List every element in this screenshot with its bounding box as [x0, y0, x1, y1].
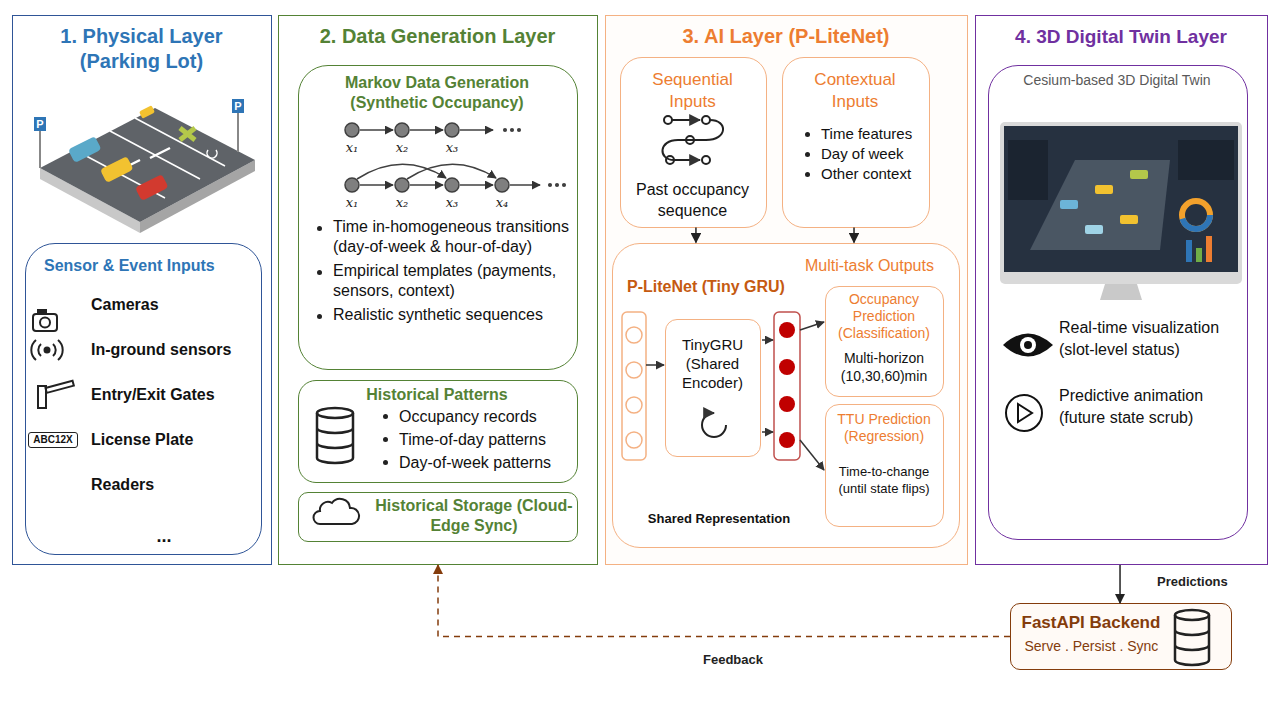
node-heading: Markov Data Generation (Synthetic Occupa… — [317, 73, 557, 113]
bullet-item: Time in-homogeneous transitions (day-of-… — [333, 217, 569, 257]
node-heading: 4. 3D Digital Twin Layer — [980, 24, 1263, 49]
node-text: ... — [144, 525, 184, 548]
text-list: Time in-homogeneous transitions (day-of-… — [333, 217, 569, 325]
connector — [1119, 565, 1121, 603]
node-heading: FastAPI Backend — [1022, 612, 1174, 633]
connector — [438, 565, 1010, 637]
node-text: License Plate — [91, 430, 251, 450]
physical-layer-panel: 1. Physical Layer (Parking Lot) Sensor & … — [12, 15, 272, 565]
text-list: Occupancy recordsTime-of-day patternsDay… — [399, 405, 574, 474]
node-text: Time-to-change (until state flips) — [827, 463, 942, 497]
edge-label: Feedback — [703, 652, 793, 667]
node-text: Real-time visualization (slot-level stat… — [1059, 317, 1247, 361]
node-text: Predictive animation (future state scrub… — [1059, 385, 1247, 429]
sequential-input-box: Sequential InputsPast occupancy sequence — [620, 57, 767, 228]
node-heading: P-LiteNet (Tiny GRU) — [627, 277, 802, 297]
text-list: Time featuresDay of weekOther context — [821, 124, 927, 184]
edge-label: Predictions — [1157, 574, 1247, 589]
occupancy-output-box: Occupancy Prediction (Classification) Mul… — [825, 286, 944, 397]
bullet-item: Other context — [821, 164, 927, 184]
bullet-item: Realistic synthetic sequences — [333, 305, 569, 325]
license-plate-icon: ABC12X — [28, 432, 78, 448]
bullet-item: Day of week — [821, 144, 927, 164]
bullet-item: Empirical templates (payments, sensors, … — [333, 261, 569, 301]
node-heading: Historical Patterns — [297, 385, 577, 405]
node-text: Serve . Persist . Sync — [1025, 638, 1175, 656]
node-heading: Contextual Inputs — [789, 69, 921, 113]
state-label: x₂ — [392, 140, 412, 155]
state-label: x₁ — [342, 195, 362, 210]
node-heading: Occupancy Prediction (Classification) — [828, 291, 941, 342]
node-text: Multi-task Outputs — [805, 256, 955, 276]
bullet-item: Time-of-day patterns — [399, 428, 574, 451]
bullet-item: Time features — [821, 124, 927, 144]
node-heading: 2. Data Generation Layer — [283, 24, 593, 49]
encoder-box: TinyGRU (Shared Encoder) — [665, 319, 761, 457]
patterns-box: Historical PatternsOccupancy recordsTime… — [298, 380, 578, 483]
node-heading: TTU Prediction (Regression) — [828, 411, 941, 445]
node-text: Readers — [91, 475, 251, 495]
twin-layer-panel: 4. 3D Digital Twin LayerCesium-based 3D … — [975, 15, 1268, 565]
parking-sign: P — [34, 117, 46, 131]
state-label: x₃ — [442, 195, 462, 210]
ai-layer-panel: 3. AI Layer (P-LiteNet) Sequential Inputs… — [605, 15, 968, 565]
state-label: x₂ — [392, 195, 412, 210]
node-text: Cameras — [91, 295, 251, 315]
model-box: P-LiteNet (Tiny GRU)Multi-task OutputsSh… — [612, 243, 960, 548]
backend-box: FastAPI BackendServe . Persist . Sync — [1010, 603, 1232, 670]
node-text: Multi-horizon (10,30,60)min — [828, 349, 941, 385]
node-heading: 1. Physical Layer (Parking Lot) — [32, 24, 252, 74]
markov-box: Markov Data Generation (Synthetic Occupa… — [298, 65, 578, 370]
bullet-item: Day-of-week patterns — [399, 451, 574, 474]
bullet-item: Occupancy records — [399, 405, 574, 428]
storage-box: Historical Storage (Cloud-Edge Sync) — [298, 492, 578, 542]
node-text: Past occupancy sequence — [624, 179, 761, 221]
sensor-input-box: Sensor & Event InputsCamerasIn-ground se… — [25, 243, 262, 555]
contextual-input-box: Contextual InputsTime featuresDay of wee… — [782, 57, 930, 228]
parking-sign: P — [232, 99, 244, 113]
node-heading: 3. AI Layer (P-LiteNet) — [610, 24, 963, 49]
state-label: x₄ — [492, 195, 512, 210]
state-label: x₁ — [342, 140, 362, 155]
node-text: In-ground sensors — [91, 340, 251, 360]
node-heading: Sequential Inputs — [627, 69, 758, 113]
node-heading: Cesium-based 3D Digital Twin — [994, 72, 1240, 90]
data-layer-panel: 2. Data Generation LayerMarkov Data Gene… — [278, 15, 598, 565]
node-text: Entry/Exit Gates — [91, 385, 251, 405]
twin-view-box: Cesium-based 3D Digital TwinReal-time vi… — [988, 65, 1248, 540]
state-label: x₃ — [442, 140, 462, 155]
node-heading: TinyGRU (Shared Encoder) — [667, 335, 759, 392]
node-heading: Sensor & Event Inputs — [44, 256, 249, 276]
node-heading: Historical Storage (Cloud-Edge Sync) — [374, 496, 574, 536]
ttu-output-box: TTU Prediction (Regression) Time-to-chang… — [825, 404, 944, 527]
node-text: Shared Representation — [639, 511, 799, 527]
